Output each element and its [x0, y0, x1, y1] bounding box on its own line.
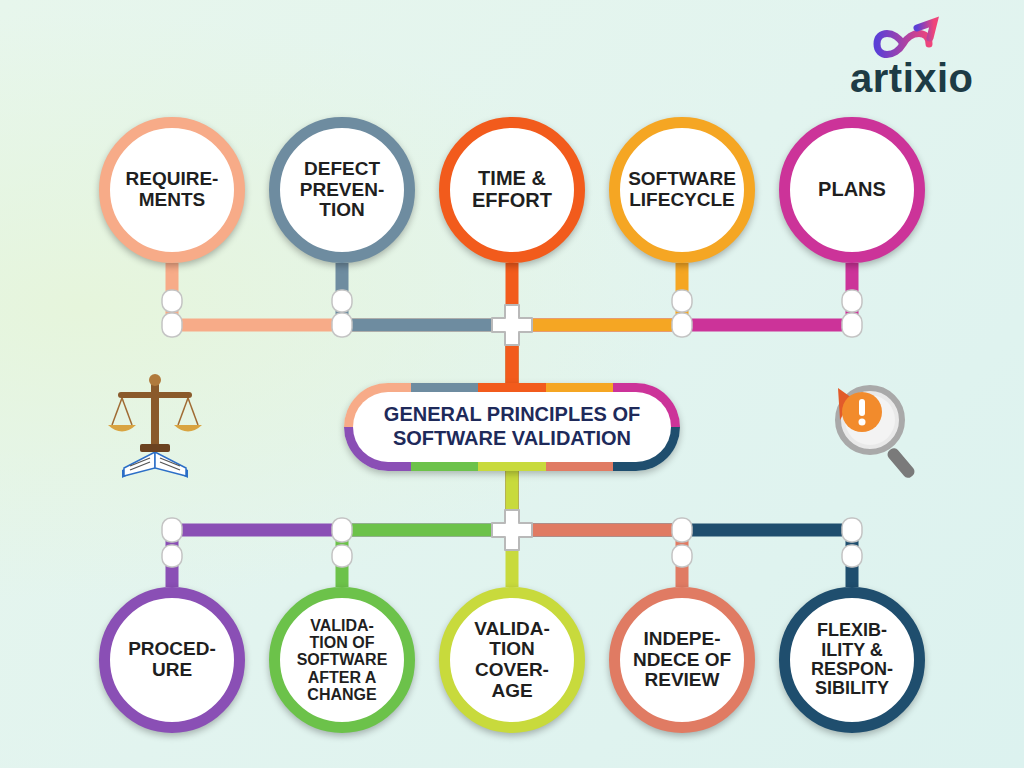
- principle-label: REQUIRE- MENTS: [114, 169, 230, 210]
- connector-line: [512, 471, 682, 587]
- principle-circle: INDEPE- NDECE OF REVIEW: [609, 587, 755, 733]
- connector-line: [342, 471, 512, 587]
- principle-label: PROCED- URE: [122, 639, 222, 680]
- logo-text: artixio: [850, 58, 974, 98]
- principle-circle: FLEXIB- ILITY & RESPON- SIBILITY: [779, 587, 925, 733]
- warning-magnifier-icon: [838, 388, 917, 480]
- principle-label: VALIDA- TION OF SOFTWARE AFTER A CHANGE: [290, 617, 394, 703]
- junction-plus: [492, 510, 532, 550]
- principle-circle: PLANS: [779, 117, 925, 263]
- connector-line: [342, 263, 512, 383]
- principle-circle: REQUIRE- MENTS: [99, 117, 245, 263]
- connector-line: [512, 263, 852, 383]
- principle-circle: VALIDA- TION COVER- AGE: [439, 587, 585, 733]
- joint-knob: [162, 290, 862, 567]
- principle-label: TIME & EFFORT: [457, 168, 567, 211]
- principle-circle: SOFTWARE LIFECYCLE: [609, 117, 755, 263]
- principle-circle: PROCED- URE: [99, 587, 245, 733]
- principle-circle: VALIDA- TION OF SOFTWARE AFTER A CHANGE: [269, 587, 415, 733]
- principle-circle: TIME & EFFORT: [439, 117, 585, 263]
- connector-line: [512, 471, 852, 587]
- principle-label: INDEPE- NDECE OF REVIEW: [626, 629, 738, 691]
- justice-scale-icon: [108, 374, 202, 478]
- central-pill: GENERAL PRINCIPLES OF SOFTWARE VALIDATIO…: [344, 383, 680, 471]
- title-text: GENERAL PRINCIPLES OF SOFTWARE VALIDATIO…: [372, 403, 652, 450]
- pill-inner: GENERAL PRINCIPLES OF SOFTWARE VALIDATIO…: [353, 392, 671, 462]
- principle-label: VALIDA- TION COVER- AGE: [462, 619, 562, 701]
- principle-label: FLEXIB- ILITY & RESPON- SIBILITY: [802, 621, 902, 699]
- principle-label: SOFTWARE LIFECYCLE: [623, 169, 741, 210]
- connector-line: [512, 263, 682, 383]
- principle-label: PLANS: [797, 179, 907, 201]
- connector-line: [172, 263, 512, 383]
- connector-line: [172, 471, 512, 587]
- logo-symbol: [877, 22, 934, 55]
- principle-label: DEFECT PREVEN- TION: [287, 159, 397, 221]
- junction-plus: [492, 305, 532, 345]
- principle-circle: DEFECT PREVEN- TION: [269, 117, 415, 263]
